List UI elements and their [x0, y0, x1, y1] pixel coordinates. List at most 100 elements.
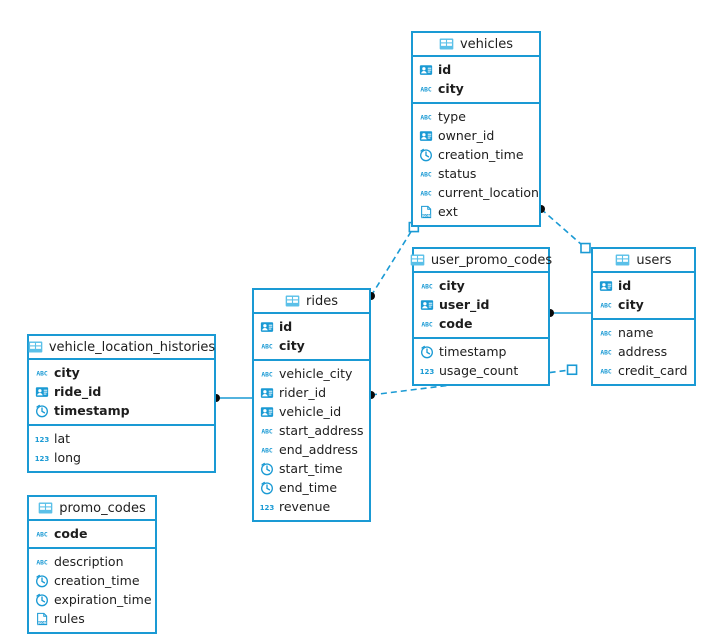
svg-text:ABC: ABC: [36, 559, 48, 566]
field-row[interactable]: owner_id: [413, 126, 539, 145]
abc-icon: ABC: [36, 370, 48, 377]
field-row[interactable]: ride_id: [29, 382, 214, 401]
field-row[interactable]: creation_time: [413, 145, 539, 164]
field-row[interactable]: end_time: [254, 478, 369, 497]
table-grid-icon: [285, 295, 300, 307]
field-label: vehicle_city: [279, 366, 353, 381]
clock-icon: [420, 148, 432, 161]
number-icon: 123: [260, 504, 274, 512]
table-header-user_promo_codes[interactable]: user_promo_codes: [410, 249, 552, 273]
table-header-rides[interactable]: rides: [254, 290, 369, 314]
field-label: vehicle_id: [279, 404, 342, 419]
field-row[interactable]: ABC code: [414, 314, 548, 333]
table-grid-icon: [28, 341, 43, 353]
field-label: creation_time: [438, 147, 524, 162]
field-row[interactable]: ABC city: [254, 336, 369, 355]
field-row[interactable]: start_time: [254, 459, 369, 478]
number-icon: 123: [420, 368, 434, 376]
table-header-promo_codes[interactable]: promo_codes: [29, 497, 155, 521]
svg-text:ABC: ABC: [420, 114, 432, 121]
abc-icon: ABC: [420, 114, 432, 121]
svg-text:ABC: ABC: [261, 371, 273, 378]
field-row[interactable]: expiration_time: [29, 590, 155, 609]
table-header-vehicle_location_histories[interactable]: vehicle_location_histories: [28, 336, 216, 360]
relationship-vehicle_location_histories-to-rides[interactable]: [212, 394, 252, 402]
abc-icon: ABC: [261, 371, 273, 378]
field-label: city: [54, 365, 80, 380]
table-title: vehicle_location_histories: [48, 339, 216, 355]
svg-text:ABC: ABC: [600, 368, 612, 375]
field-row[interactable]: user_id: [414, 295, 548, 314]
svg-text:ABC: ABC: [420, 86, 432, 93]
svg-text:ABC: ABC: [421, 321, 433, 328]
field-label: rider_id: [279, 385, 327, 400]
field-row[interactable]: timestamp: [414, 342, 548, 361]
field-row[interactable]: creation_time: [29, 571, 155, 590]
field-label: end_time: [279, 480, 338, 495]
field-label: owner_id: [438, 128, 495, 143]
field-row[interactable]: rider_id: [254, 383, 369, 402]
key-person-icon: [260, 321, 274, 332]
svg-text:123: 123: [35, 455, 49, 463]
field-row[interactable]: id: [413, 60, 539, 79]
relationship-vehicles-to-users[interactable]: [537, 205, 591, 254]
field-label: status: [438, 166, 477, 181]
abc-icon: ABC: [36, 531, 48, 538]
field-row[interactable]: timestamp: [29, 401, 214, 420]
clock-icon: [36, 593, 48, 606]
field-row[interactable]: id: [254, 317, 369, 336]
relationship-user_promo_codes-to-users[interactable]: [546, 309, 591, 317]
field-row[interactable]: ABC vehicle_city: [254, 364, 369, 383]
field-label: city: [279, 338, 305, 353]
field-label: current_location: [438, 185, 539, 200]
field-row[interactable]: id: [593, 276, 694, 295]
field-label: start_time: [279, 461, 343, 476]
table-header-vehicles[interactable]: vehicles: [413, 33, 539, 57]
table-title: user_promo_codes: [430, 252, 553, 268]
field-row[interactable]: ABC city: [29, 363, 214, 382]
field-label: timestamp: [439, 344, 507, 359]
svg-text:ABC: ABC: [600, 302, 612, 309]
relationship-square-marker: [566, 364, 578, 376]
field-label: timestamp: [54, 403, 130, 418]
field-row[interactable]: vehicle_id: [254, 402, 369, 421]
table-header-users[interactable]: users: [593, 249, 694, 273]
primary-key-section: ABC city ride_id timestamp: [29, 360, 214, 426]
field-label: code: [439, 316, 473, 331]
table-grid-icon: [439, 38, 454, 50]
svg-text:123: 123: [420, 368, 434, 376]
field-label: ext: [438, 204, 458, 219]
svg-text:ABC: ABC: [261, 343, 273, 350]
svg-text:ABC: ABC: [261, 428, 273, 435]
